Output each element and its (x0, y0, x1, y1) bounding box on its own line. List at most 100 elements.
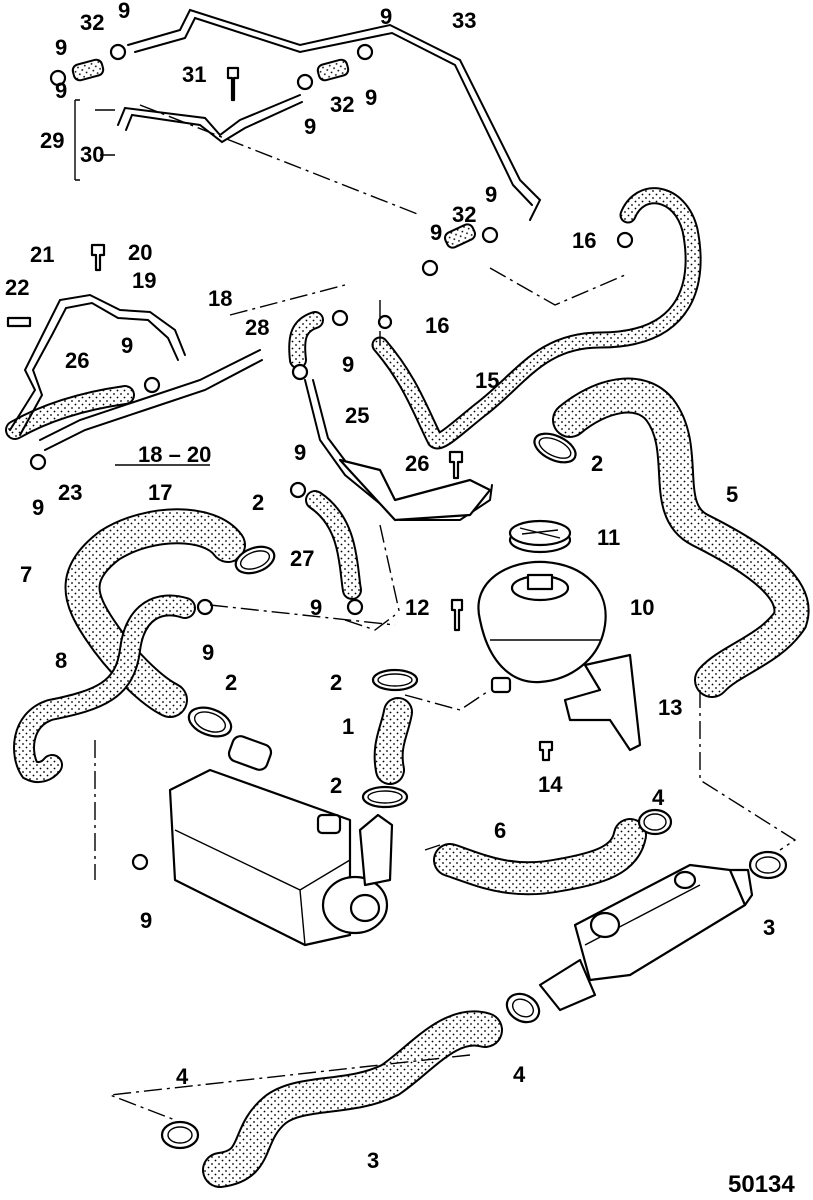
callout-7: 7 (20, 562, 32, 587)
callout-9: 9 (430, 220, 442, 245)
callout-2: 2 (591, 451, 603, 476)
clamp-16 (377, 314, 393, 330)
callout-29: 29 (40, 128, 64, 153)
clamp-3-right (748, 850, 788, 880)
clamp-9 (331, 309, 349, 327)
callout-9: 9 (55, 78, 67, 103)
clamp-9 (196, 598, 214, 616)
callout-26: 26 (405, 451, 429, 476)
callout-9: 9 (380, 4, 392, 29)
clamp-9 (296, 73, 314, 91)
callout-9: 9 (140, 908, 152, 933)
callout-31: 31 (182, 62, 206, 87)
callout-1: 1 (342, 714, 354, 739)
callout-3: 3 (367, 1148, 379, 1173)
callout-32: 32 (80, 10, 104, 35)
callout-16: 16 (572, 228, 596, 253)
callout-17: 17 (148, 480, 172, 505)
callout-9: 9 (304, 114, 316, 139)
clamp-4-right (637, 808, 673, 836)
clamp-9 (109, 43, 127, 61)
clamp-16 (616, 231, 634, 249)
clamp-9 (291, 363, 309, 381)
callout-12: 12 (405, 595, 429, 620)
heat-exchanger (168, 735, 394, 947)
callout-2: 2 (330, 670, 342, 695)
callout-19: 19 (132, 268, 156, 293)
clamp-2-top (533, 432, 577, 464)
callout-4: 4 (652, 785, 665, 810)
clamp-2-left (187, 706, 233, 738)
callout-9: 9 (121, 333, 133, 358)
callout-33: 33 (452, 8, 476, 33)
clamps (6, 43, 788, 1150)
bolt-26 (448, 450, 464, 480)
clamp-9 (143, 376, 161, 394)
figure-number: 50134 (728, 1171, 795, 1198)
clamp-9 (49, 69, 67, 87)
callout-9: 9 (342, 352, 354, 377)
callout-4: 4 (513, 1062, 526, 1087)
callout-9: 9 (294, 440, 306, 465)
clamp-2-7 (234, 545, 276, 575)
callout-9: 9 (485, 182, 497, 207)
clamp-9 (289, 481, 307, 499)
hose-32-c (443, 223, 477, 249)
callout-25: 25 (345, 403, 369, 428)
callout-27: 27 (290, 546, 314, 571)
callout-16: 16 (425, 313, 449, 338)
callout-32: 32 (330, 92, 354, 117)
callout-5: 5 (726, 482, 738, 507)
hose-32-b (316, 58, 350, 82)
callout-10: 10 (630, 595, 654, 620)
clamp-2-mid-top (371, 668, 419, 692)
callout-22: 22 (5, 275, 29, 300)
callout-4: 4 (176, 1064, 189, 1089)
callout-15: 15 (475, 368, 499, 393)
callout-32: 32 (452, 202, 476, 227)
callout-18: 18 (208, 286, 232, 311)
callout-6: 6 (494, 818, 506, 843)
callout-3: 3 (763, 915, 775, 940)
callout-labels: 32 9 9 33 31 32 9 9 29 30 9 32 9 16 21 2… (5, 0, 795, 1198)
callout-30: 30 (80, 142, 104, 167)
clamp-9 (346, 598, 364, 616)
clamp-4-bottom (160, 1120, 200, 1150)
callout-23: 23 (58, 480, 82, 505)
callout-20: 20 (128, 240, 152, 265)
bolt-20 (90, 243, 106, 272)
hose-32-a (71, 58, 105, 82)
bolt-31 (226, 66, 240, 102)
hoses (5, 58, 810, 1188)
clamp-2-mid-bottom (361, 785, 409, 809)
callout-13: 13 (658, 695, 682, 720)
callout-26: 26 (65, 348, 89, 373)
bolt-12 (450, 598, 464, 632)
callout-9: 9 (365, 85, 377, 110)
bolt-22 (6, 316, 32, 328)
thermostat-housing (538, 863, 754, 1012)
callout-11: 11 (597, 525, 620, 550)
leader-lines (74, 99, 797, 1121)
pipe-bracket (338, 458, 492, 522)
callout-9: 9 (118, 0, 130, 23)
callout-8: 8 (55, 648, 67, 673)
tank-bracket (563, 653, 642, 752)
tank-cap (508, 519, 572, 554)
callout-9: 9 (32, 495, 44, 520)
callout-2: 2 (330, 773, 342, 798)
callout-2: 2 (252, 490, 264, 515)
clamp-9 (421, 259, 439, 277)
clamp-9 (29, 453, 47, 471)
clamp-9 (131, 853, 149, 871)
callout-21: 21 (30, 242, 54, 267)
expansion-tank (477, 560, 607, 694)
callout-14: 14 (538, 772, 563, 797)
callout-9: 9 (310, 595, 322, 620)
clamp-4-mid (505, 992, 541, 1024)
bolt-14 (538, 740, 554, 762)
callout-28: 28 (245, 315, 269, 340)
pipes (9, 8, 542, 521)
clamp-9 (481, 226, 499, 244)
